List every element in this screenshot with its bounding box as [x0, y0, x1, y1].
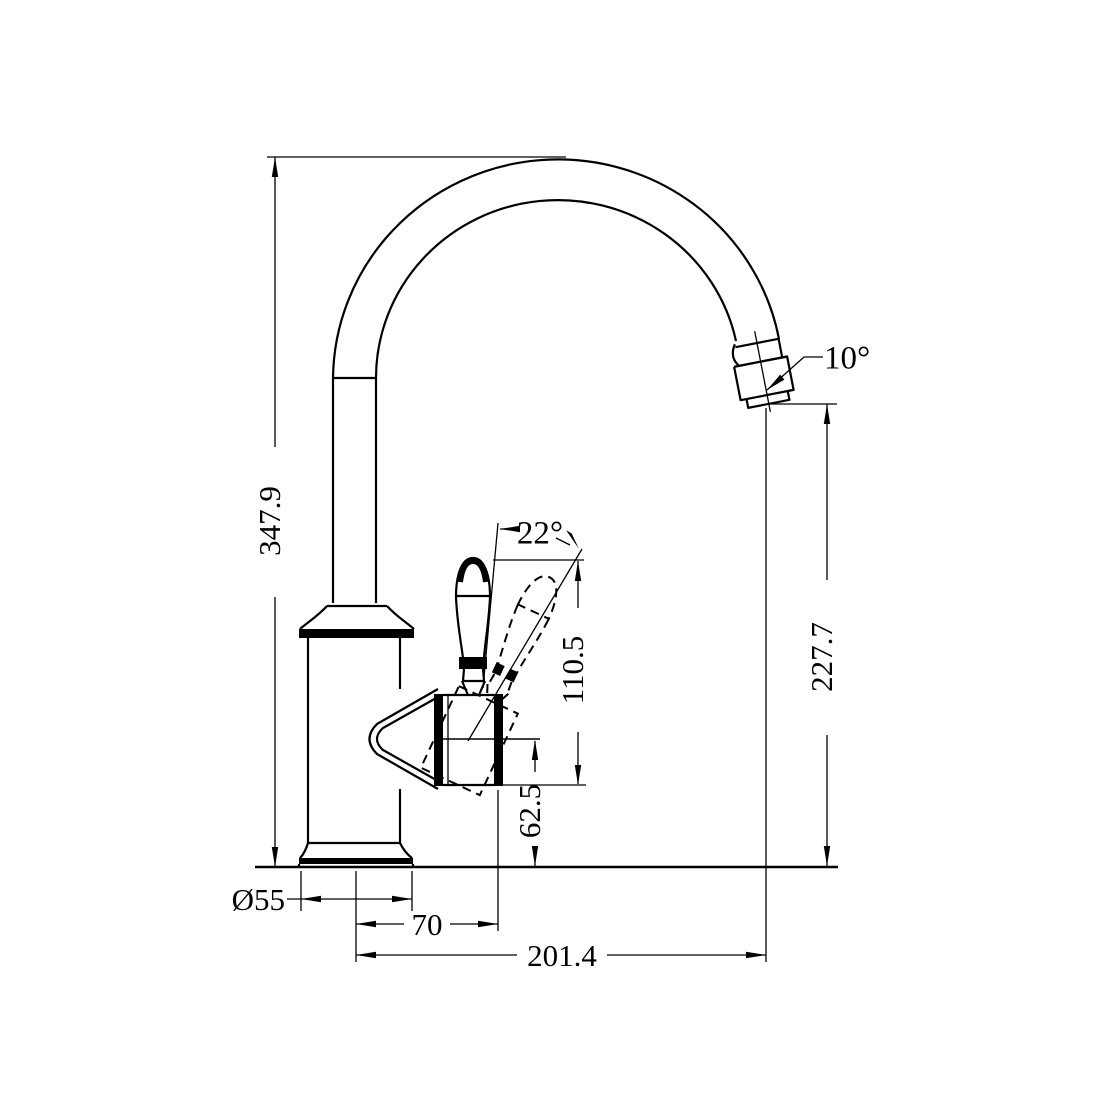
arrow-angle10: [767, 374, 785, 390]
dimension-lines: [274, 157, 828, 956]
arrow-left-spout-reach: [356, 951, 376, 959]
arrow-angle22-left: [500, 525, 520, 533]
dim-handle-height-text: 110.5: [555, 636, 590, 705]
dashed-neck: [486, 683, 510, 705]
arrow-down-overall: [271, 847, 279, 867]
arrow-up-handle-height: [574, 561, 582, 581]
dashed-stem: [487, 673, 513, 694]
aerator-centerline: [754, 331, 771, 412]
angle-handle-text: 22°: [517, 516, 563, 552]
dimension-labels: 347.9 227.7 110.5 62.5 70 201.4 Ø55 22° …: [232, 341, 871, 973]
boss-outer-line: [368, 688, 439, 790]
dashed-knob-underline: [516, 603, 551, 621]
dashed-band: [491, 662, 520, 683]
valve-boss: [368, 688, 439, 790]
spout-inner-arc: [374, 199, 738, 379]
arrow-left-handle-offset: [356, 920, 376, 928]
arrow-right-base-diameter: [392, 895, 412, 903]
spout-outline: [331, 158, 781, 603]
skirt-right-curve: [399, 842, 413, 859]
aerator-assembly: [731, 331, 795, 412]
arrow-up-spout-center: [531, 740, 539, 760]
arrow-down-outlet-height: [823, 846, 831, 866]
dashed-taper-left: [497, 604, 519, 664]
skirt-left-curve: [299, 842, 310, 859]
aerator-joint-line: [735, 337, 779, 349]
faucet-outline: [255, 158, 838, 869]
arrow-right-handle-offset: [478, 920, 498, 928]
dim-overall-height-text: 347.9: [252, 486, 287, 556]
handle-knob-cap: [457, 557, 489, 583]
handle-upright: [454, 556, 492, 696]
handle-band: [459, 657, 487, 669]
spout-outer-arc: [331, 158, 781, 379]
dim-base-diameter-text: Ø55: [232, 882, 285, 917]
handle-taper-left: [454, 596, 465, 659]
bell-left-curve: [299, 605, 328, 630]
angle-leg-upright: [482, 522, 499, 689]
boss-inner-line: [375, 696, 439, 782]
arrow-down-spout-center: [531, 846, 539, 866]
arrow-up-outlet-height: [823, 404, 831, 424]
dim-spout-center-height-text: 62.5: [512, 784, 547, 838]
handle-taper-right: [482, 596, 492, 659]
dashed-taper-right: [516, 619, 550, 673]
arrow-right-spout-reach: [746, 951, 766, 959]
housing-left-bar: [434, 694, 443, 786]
handle-tilted-dashed: [419, 575, 558, 797]
extension-lines: [267, 156, 837, 962]
bell-flange-band: [299, 629, 414, 638]
housing-right-bar: [494, 694, 503, 786]
handle-stem: [461, 668, 486, 683]
arrow-down-handle-height: [574, 765, 582, 785]
dim-spout-reach-text: 201.4: [527, 938, 597, 973]
arrow-angle22-right: [566, 530, 579, 549]
body-outline: [297, 604, 415, 867]
aerator-outlet-face: [745, 390, 791, 409]
dashed-knob-outline: [516, 575, 558, 621]
aerator-nut: [733, 355, 795, 402]
dashed-housing: [419, 684, 520, 797]
base-band: [299, 858, 413, 864]
angle-leg-tilted: [467, 548, 583, 742]
angle-outlet-text: 10°: [824, 341, 870, 377]
dim-outlet-height-text: 227.7: [804, 622, 839, 692]
arrow-left-base-diameter: [301, 895, 321, 903]
leader-angle10: [766, 356, 823, 391]
arrowheads: [271, 157, 831, 959]
dim-handle-offset-text: 70: [412, 907, 443, 942]
arrow-up-overall: [271, 157, 279, 177]
leader-angle22-right: [555, 537, 571, 546]
bell-right-curve: [386, 605, 415, 630]
